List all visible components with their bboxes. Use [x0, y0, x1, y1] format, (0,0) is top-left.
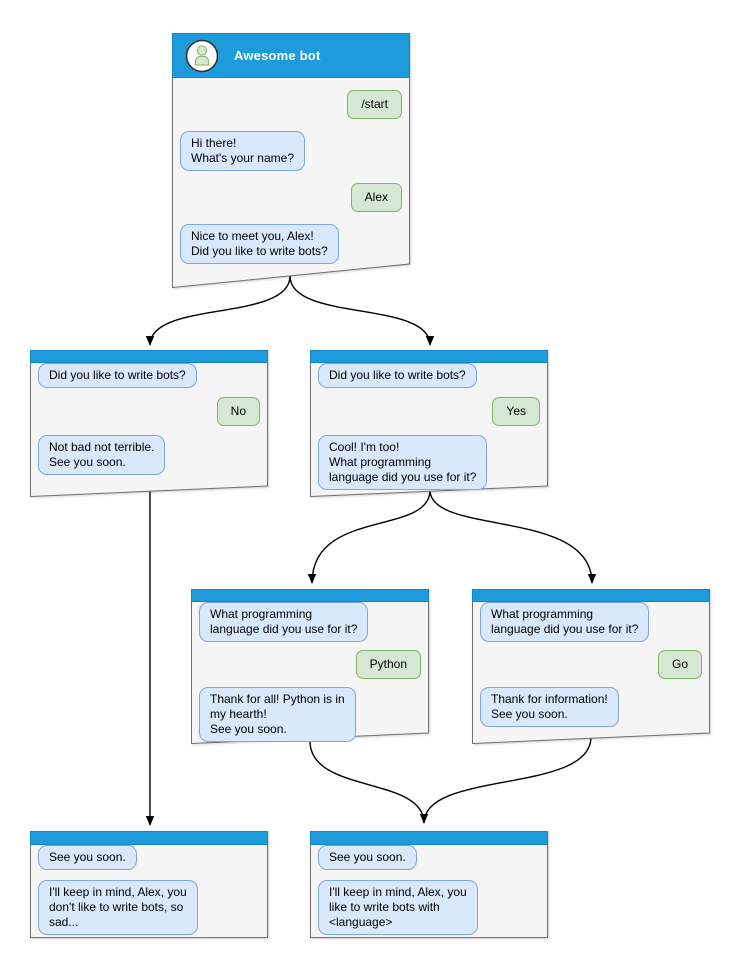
chat-bubble: Did you like to write bots? [38, 363, 197, 388]
chat-bubble: Nice to meet you, Alex! Did you like to … [180, 224, 339, 264]
chat-bubble: I'll keep in mind, Alex, you like to wri… [318, 880, 478, 935]
chat-bubble: What programming language did you use fo… [199, 602, 369, 642]
message-list: What programming language did you use fo… [191, 602, 429, 742]
window-title: Awesome bot [234, 48, 321, 63]
bot-avatar-icon [185, 39, 219, 72]
chat-bubble: No [216, 397, 260, 426]
chat-bubble: Yes [492, 397, 540, 426]
connector-python-to-end [309, 740, 429, 824]
window-header [191, 589, 429, 602]
chat-bubble: Alex [350, 183, 402, 212]
chat-bubble: Did you like to write bots? [318, 363, 477, 388]
window-header [30, 831, 268, 845]
message-list: What programming language did you use fo… [472, 602, 710, 727]
chat-window-go: What programming language did you use fo… [472, 589, 710, 745]
chat-bubble: See you soon. [318, 845, 417, 870]
chat-window-end-no: See you soon. I'll keep in mind, Alex, yo… [30, 831, 268, 938]
chat-bubble: See you soon. [38, 845, 137, 870]
window-header [310, 831, 548, 845]
window-header [310, 350, 548, 363]
connector-root-to-no [145, 275, 291, 346]
chat-window-python: What programming language did you use fo… [191, 589, 429, 745]
message-list: See you soon. I'll keep in mind, Alex, yo… [30, 845, 268, 935]
chat-bubble: Cool! I'm too! What programming language… [318, 435, 488, 490]
window-header [30, 350, 268, 363]
chat-window-awesome-bot: Awesome bot /start Hi there! What's your … [172, 33, 410, 289]
window-header [472, 589, 710, 602]
chat-bubble: What programming language did you use fo… [480, 602, 650, 642]
message-list: See you soon. I'll keep in mind, Alex, yo… [310, 845, 548, 935]
connector-yes-to-go [429, 489, 597, 584]
chat-bubble: Python [355, 650, 421, 679]
connector-yes-to-python [307, 489, 431, 584]
window-header: Awesome bot [172, 33, 410, 78]
chat-bubble: Thank for information! See you soon. [480, 687, 619, 727]
chat-bubble: Go [657, 650, 702, 679]
chat-bubble: I'll keep in mind, Alex, you don't like … [38, 880, 198, 935]
chat-bubble: Not bad not terrible. See you soon. [38, 435, 166, 475]
chat-window-end-language: See you soon. I'll keep in mind, Alex, yo… [310, 831, 548, 938]
chat-bubble: Hi there! What's your name? [180, 131, 306, 171]
connector-go-to-end [423, 736, 592, 824]
chat-bubble: Thank for all! Python is in my hearth! S… [199, 687, 356, 742]
chat-bubble: /start [347, 90, 402, 119]
connector-root-to-yes [289, 275, 435, 346]
